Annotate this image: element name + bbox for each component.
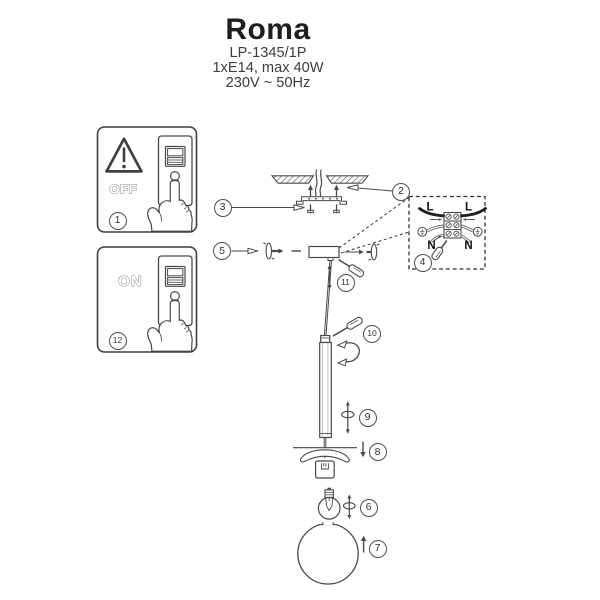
step-badge-10: 10 [363, 324, 381, 343]
label-neutral-left: N [427, 240, 435, 252]
screw-rotate-icon-right [366, 243, 380, 261]
header: Roma LP-1345/1P 1xE14, max 40W 230V ~ 50… [68, 14, 468, 92]
screwdriver-icon-tube [332, 316, 363, 337]
page-title: Roma [225, 13, 311, 46]
step-badge-6: 6 [359, 498, 378, 517]
screw-on-icon-6 [342, 494, 356, 520]
down-arrow-8 [360, 441, 366, 458]
globe-drawing [297, 522, 367, 585]
step-badge-1: 1 [108, 211, 127, 230]
off-label: OFF [109, 181, 137, 196]
screwdriver-icon-canopy [338, 258, 365, 278]
warning-icon [105, 137, 143, 173]
warning-off-box: OFF [96, 126, 198, 233]
power-on-box: ON [96, 246, 198, 353]
suspension-drawing [319, 260, 363, 448]
up-arrow-7 [360, 535, 367, 553]
ground-symbol-left [417, 226, 428, 237]
step-badge-12: 12 [108, 331, 127, 350]
lamp-spec: 1xE14, max 40W [212, 60, 324, 77]
step-badge-4: 4 [413, 253, 432, 272]
bracket-screw-left [307, 184, 314, 214]
step-badge-9: 9 [358, 408, 377, 427]
step-badge-11: 11 [336, 273, 355, 292]
model-number: LP-1345/1P [229, 45, 307, 61]
label-neutral-right: N [464, 240, 472, 252]
rotate-arrow [336, 340, 361, 367]
screw-rotate-icon-left [263, 242, 284, 260]
label-live-right: L [465, 202, 472, 214]
step-badge-8: 8 [368, 443, 387, 461]
step-badge-2: 2 [392, 182, 410, 201]
ground-symbol-right [472, 226, 483, 237]
mounting-bracket [296, 196, 347, 205]
step-badge-3: 3 [213, 198, 232, 217]
terminal-block [443, 211, 462, 239]
power-spec: 230V ~ 50Hz [225, 75, 311, 92]
canopy-drawing [231, 197, 410, 290]
on-label: ON [118, 274, 143, 290]
label-live-left: L [426, 202, 433, 214]
screwdriver-icon-wiring [431, 240, 448, 261]
shade-holder-drawing [293, 441, 366, 479]
ceiling-drawing [231, 169, 393, 214]
bracket-screw-right [333, 184, 340, 214]
screw-on-icon-9 [341, 401, 355, 434]
step-badge-7: 7 [368, 539, 387, 558]
step-badge-5: 5 [213, 242, 231, 260]
bulb-drawing [317, 487, 356, 520]
